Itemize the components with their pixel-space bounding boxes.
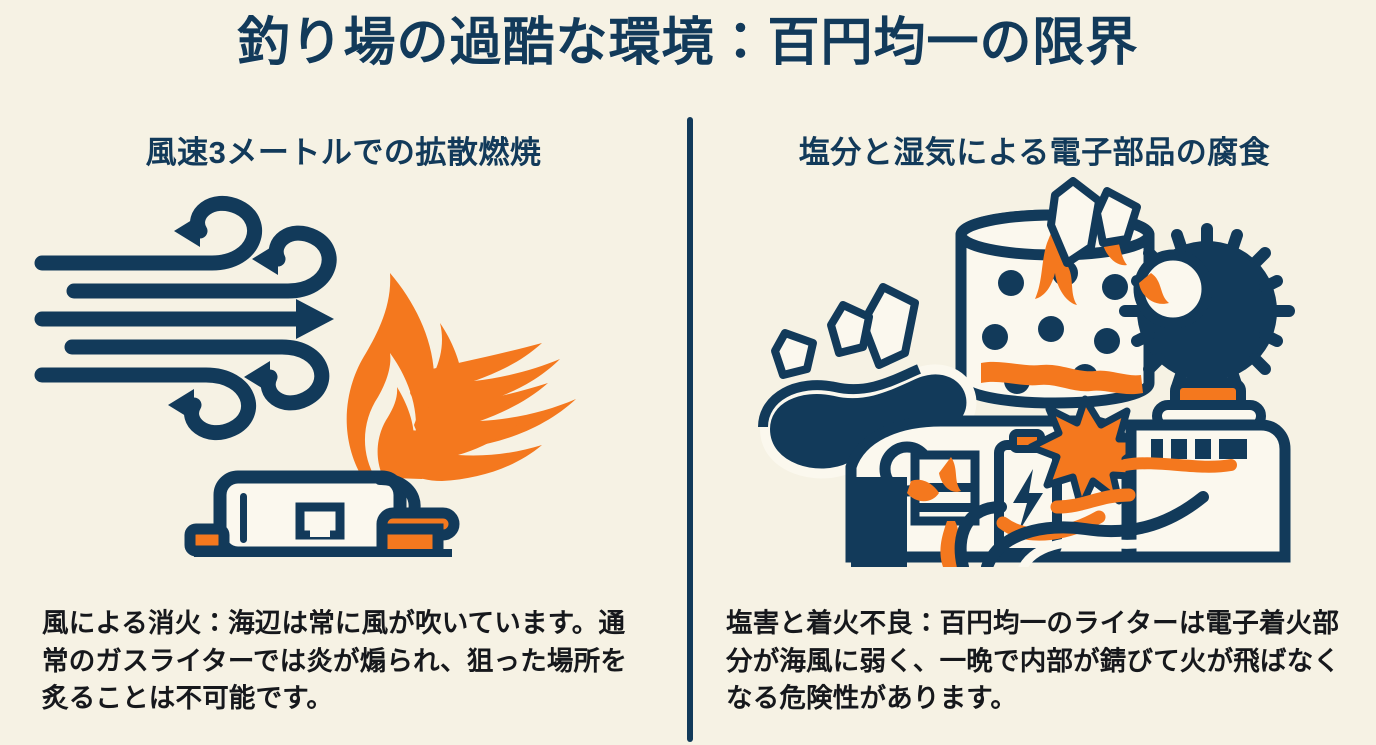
- salt-crystals: [770, 177, 1141, 380]
- spark-burst: [1027, 395, 1154, 511]
- lighter-cap-arm: [757, 364, 976, 479]
- wiring: [954, 488, 1217, 568]
- wind-lines: [34, 196, 337, 441]
- column-wind-heading: 風速3メートルでの拡散燃焼: [145, 135, 542, 170]
- salt-corroded-electronic-lighter-illustration: [757, 177, 1295, 568]
- page-title: 釣り場の過酷な環境：百円均一の限界: [237, 14, 1139, 72]
- column-corrosion-heading: 塩分と湿気による電子部品の腐食: [798, 135, 1271, 170]
- lightning-bolt-icon: [1012, 469, 1043, 532]
- torch-lighter: [184, 470, 459, 558]
- blown-flame: [346, 273, 576, 482]
- column-corrosion-caption: 塩害と着火不良：百円均一のライターは電子着火部分が海風に弱く、一晩で内部が錆びて…: [726, 608, 1341, 714]
- wind-blowing-out-torch-lighter-illustration: [34, 196, 576, 558]
- wind-illustration-wrap: [0, 177, 687, 567]
- column-corrosion: 塩分と湿気による電子部品の腐食: [693, 117, 1376, 745]
- tank-vents: [1162, 439, 1219, 460]
- lighter-tank-right: [1118, 419, 1290, 563]
- column-wind-caption: 風による消火：海辺は常に風が吹いています。通常のガスライターでは炎が煽られ、狙っ…: [42, 608, 628, 714]
- corrosion-illustration-wrap: [693, 177, 1376, 568]
- wind-arrowheads: [167, 215, 278, 422]
- wind-arrow: [295, 299, 334, 340]
- title-bar: 釣り場の過酷な環境：百円均一の限界: [0, 14, 1376, 74]
- column-wind: 風速3メートルでの拡散燃焼: [0, 117, 687, 745]
- spark-wheel-gear: [1118, 223, 1295, 433]
- vertical-divider: [687, 117, 693, 742]
